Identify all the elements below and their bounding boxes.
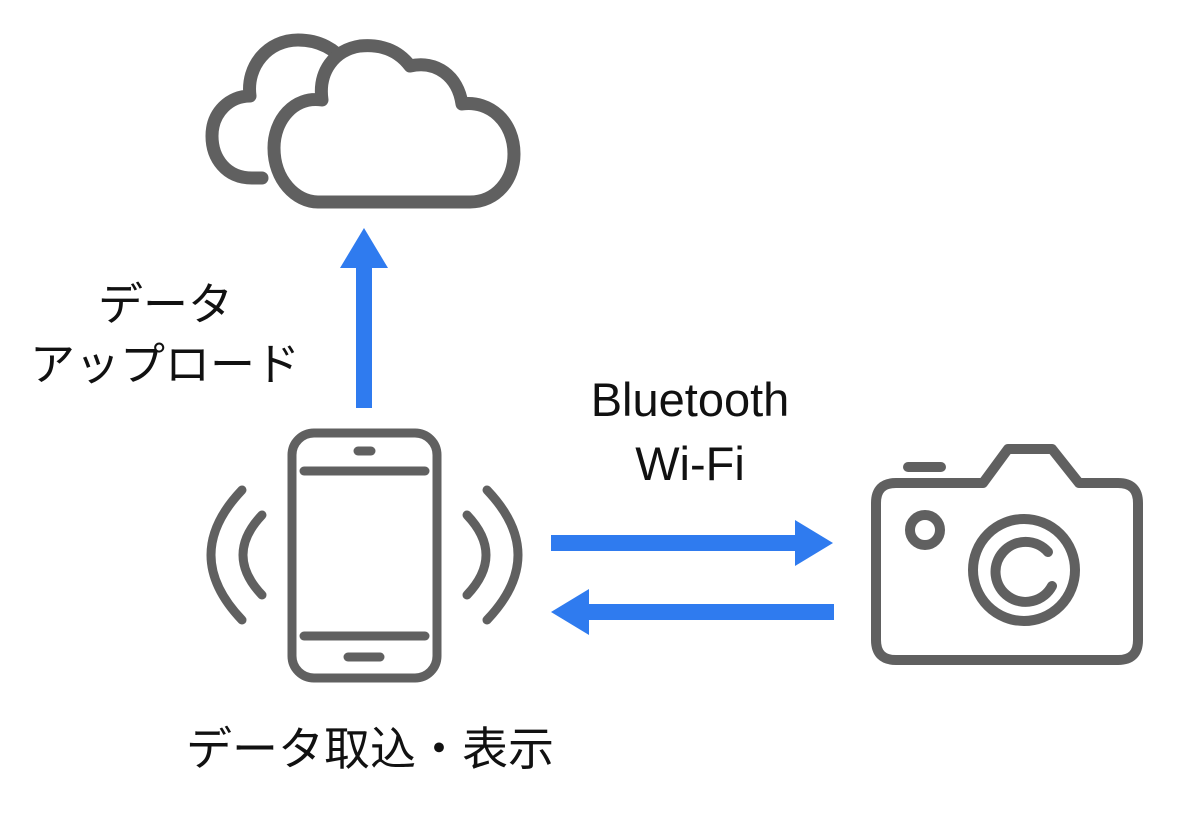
upload-label-line2: アップロード xyxy=(30,338,301,391)
signal-wave-left-inner xyxy=(238,510,267,600)
connection-label-wifi: Wi-Fi xyxy=(635,437,745,490)
arrow-to-phone-shaft xyxy=(586,604,834,620)
camera-flash xyxy=(905,510,945,550)
signal-wave-right-inner xyxy=(462,510,491,600)
arrow-to-camera xyxy=(551,520,833,566)
camera-lens-outer xyxy=(968,514,1080,626)
arrow-to-camera-shaft xyxy=(551,535,797,551)
connection-label-bluetooth: Bluetooth xyxy=(590,373,790,426)
cloud-back-shape xyxy=(205,33,351,185)
phone-caption: データ取込・表示 xyxy=(186,722,554,776)
cloud-front-shape xyxy=(267,39,521,209)
arrow-to-camera-head xyxy=(795,520,833,566)
upload-label-line1: データ xyxy=(98,278,234,331)
arrow-to-phone xyxy=(551,589,834,635)
smartphone-icon xyxy=(287,428,442,683)
upload-arrow-head xyxy=(340,228,388,268)
upload-label: データ アップロード xyxy=(30,275,301,395)
signal-wave-left-outer xyxy=(206,485,247,625)
connection-label: Bluetooth Wi-Fi xyxy=(560,368,820,496)
camera-lens-inner xyxy=(990,536,1057,607)
smartphone-body xyxy=(287,428,442,683)
signal-wave-right-outer xyxy=(482,485,523,625)
upload-arrow xyxy=(340,228,388,408)
camera-body xyxy=(871,444,1143,665)
upload-arrow-shaft xyxy=(356,262,372,408)
signal-waves-icon xyxy=(206,485,523,625)
cloud-icon xyxy=(205,33,521,209)
arrow-to-phone-head xyxy=(551,589,589,635)
camera-icon xyxy=(871,444,1143,665)
